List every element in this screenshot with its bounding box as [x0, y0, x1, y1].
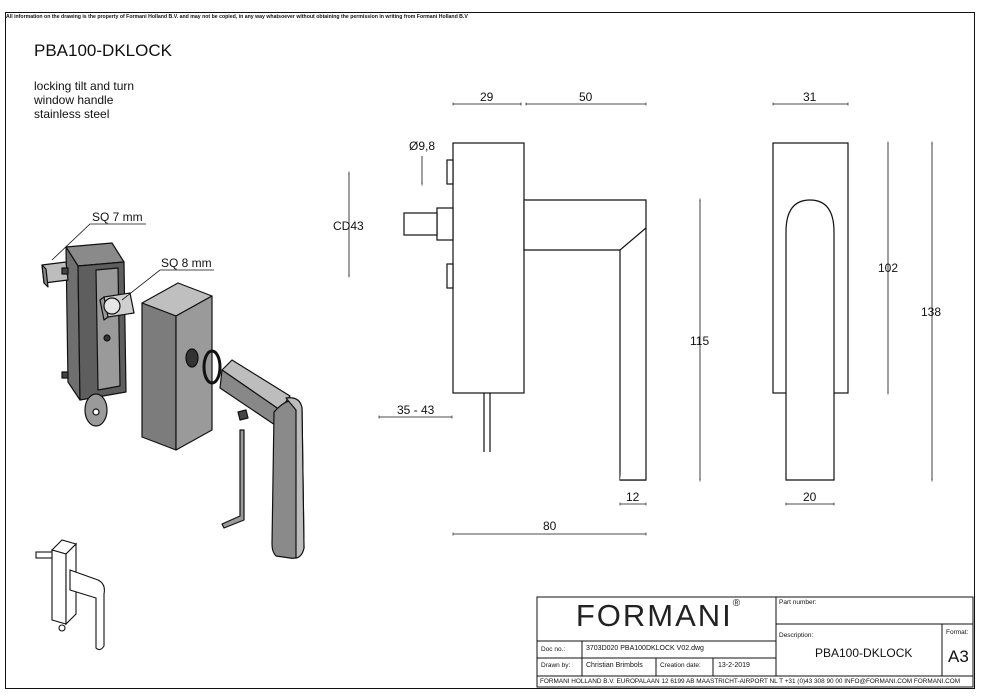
dimension-lines — [348, 102, 933, 536]
set-screw — [237, 409, 249, 421]
handle-lever — [219, 359, 305, 559]
creation-date-value: 13-2-2019 — [718, 662, 750, 669]
dim-35-43: 35 - 43 — [397, 403, 435, 417]
dim-115: 115 — [690, 334, 710, 348]
part-number-label: Part number: — [779, 599, 817, 606]
drawing-frame — [5, 12, 975, 689]
description-value: PBA100-DKLOCK — [815, 646, 913, 660]
dim-20: 20 — [803, 490, 817, 504]
rosette-block — [141, 282, 213, 451]
callout-sq8: SQ 8 mm — [161, 256, 212, 270]
callout-sq7: SQ 7 mm — [92, 210, 143, 224]
exploded-view — [41, 242, 305, 559]
doc-no-label: Doc no.: — [541, 646, 566, 653]
dim-80: 80 — [543, 519, 557, 533]
creation-date-label: Creation date: — [660, 662, 701, 669]
drawn-by-value: Christian Brimbols — [586, 662, 643, 669]
dim-29: 29 — [480, 90, 494, 104]
dim-102: 102 — [878, 261, 899, 275]
description-label: Description: — [779, 632, 814, 639]
description-line: locking tilt and turn — [34, 79, 135, 93]
product-description: locking tilt and turn window handle stai… — [34, 79, 134, 121]
description-line: window handle — [34, 93, 114, 107]
dim-138: 138 — [921, 305, 942, 319]
doc-no-value: 3703D020 PBA100DKLOCK V02.dwg — [586, 645, 704, 652]
side-view — [772, 142, 849, 481]
o-ring — [202, 349, 222, 385]
dim-50: 50 — [579, 90, 593, 104]
allen-key — [221, 429, 245, 529]
dim-12: 12 — [626, 490, 640, 504]
company-footer: FORMANI HOLLAND B.V. EUROPALAAN 12 6199 … — [540, 678, 961, 685]
dim-diameter: Ø9,8 — [409, 139, 436, 153]
formani-logo: FORMANI® — [540, 598, 776, 634]
lock-base-plate — [41, 242, 135, 427]
format-value: A3 — [948, 647, 969, 666]
disclaimer-text: All information on the drawing is the pr… — [6, 14, 468, 20]
drawing-title: PBA100-DKLOCK — [34, 41, 172, 60]
handle-thumbnail — [35, 539, 105, 651]
dim-31: 31 — [803, 90, 817, 104]
title-block-grid — [536, 596, 974, 688]
logo-text: FORMANI — [575, 598, 733, 633]
front-view — [403, 142, 647, 481]
format-label: Format: — [946, 629, 969, 636]
dim-cd43: CD43 — [333, 219, 364, 233]
drawn-by-label: Drawn by: — [541, 662, 571, 669]
description-line: stainless steel — [34, 107, 110, 121]
registered-mark: ® — [732, 598, 741, 609]
